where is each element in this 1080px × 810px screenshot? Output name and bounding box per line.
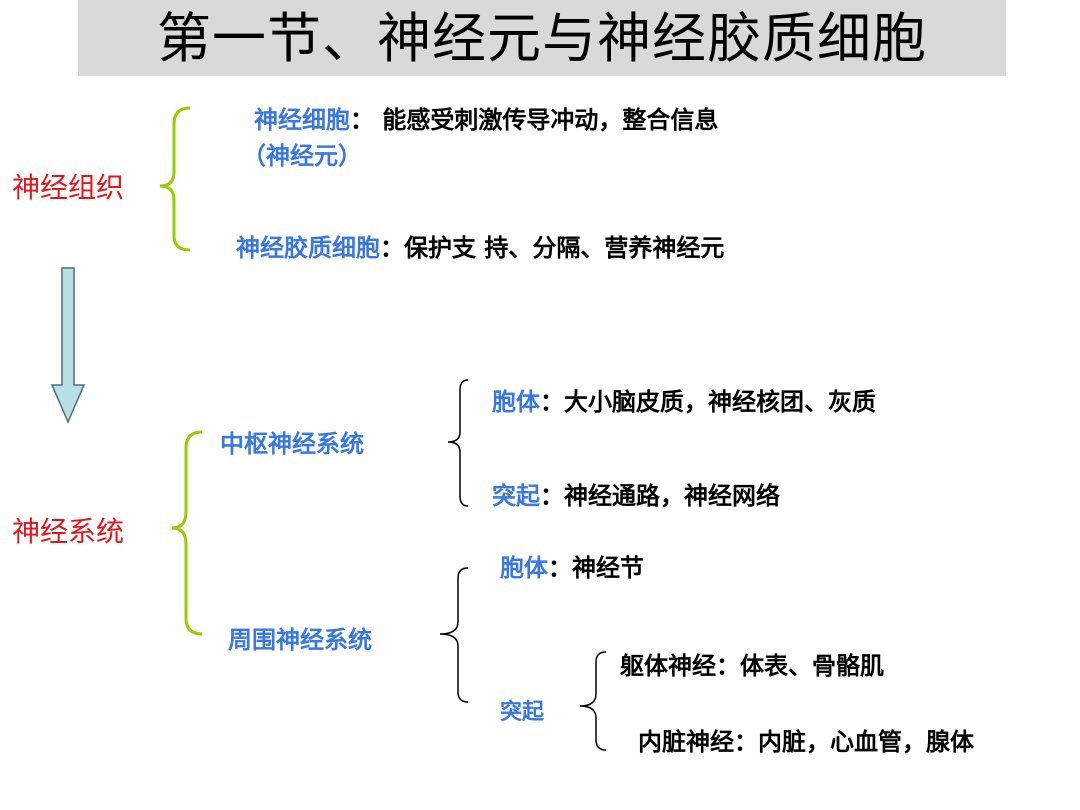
pns-process-term: 突起	[500, 700, 545, 725]
neuron-alias: （神经元）	[242, 142, 362, 170]
pns-somatic-nerve: 躯体神经：体表、骨骼肌	[620, 652, 884, 680]
cns-label: 中枢神经系统	[220, 430, 364, 458]
pns-soma-row: 胞体：神经节	[500, 548, 644, 583]
pns-visceral-nerve: 内脏神经：内脏，心血管，腺体	[638, 728, 974, 756]
pns-soma-term: 胞体	[500, 554, 548, 582]
cns-soma-row: 胞体：大小脑皮质，神经核团、灰质	[492, 382, 876, 417]
neuron-sep: ：	[350, 106, 374, 134]
cns-soma-desc: 大小脑皮质，神经核团、灰质	[564, 388, 876, 416]
cns-process-desc: 神经通路，神经网络	[564, 482, 780, 510]
cns-brace	[447, 379, 469, 507]
tissue-label: 神经组织	[12, 171, 125, 204]
pns-label: 周围神经系统	[228, 626, 372, 654]
neuron-term: 神经细胞	[254, 106, 350, 134]
tissue-brace	[159, 106, 191, 252]
glia-desc: 保护支 持、分隔、营养神经元	[404, 234, 725, 262]
system-label: 神经系统	[12, 515, 125, 548]
cns-process-term: 突起	[492, 482, 540, 510]
neuron-row: 神经细胞： 能感受刺激传导冲动，整合信息	[254, 100, 718, 135]
cns-soma-sep: ：	[540, 388, 564, 416]
cns-process-row: 突起：神经通路，神经网络	[492, 476, 780, 511]
down-arrow-icon	[50, 267, 86, 424]
neuron-desc: 能感受刺激传导冲动，整合信息	[382, 106, 719, 134]
pns-brace	[439, 567, 469, 703]
pns-soma-desc: 神经节	[572, 554, 644, 582]
glia-row: 神经胶质细胞：保护支 持、分隔、营养神经元	[236, 228, 724, 263]
pns-process-brace	[579, 651, 607, 751]
glia-sep: ：	[380, 234, 404, 262]
glia-term: 神经胶质细胞	[236, 234, 380, 262]
title-bar: 第一节、神经元与神经胶质细胞	[78, 0, 1006, 76]
system-brace	[171, 430, 203, 636]
pns-soma-sep: ：	[548, 554, 572, 582]
cns-process-sep: ：	[540, 482, 564, 510]
cns-soma-term: 胞体	[492, 388, 540, 416]
page-title: 第一节、神经元与神经胶质细胞	[157, 7, 927, 70]
